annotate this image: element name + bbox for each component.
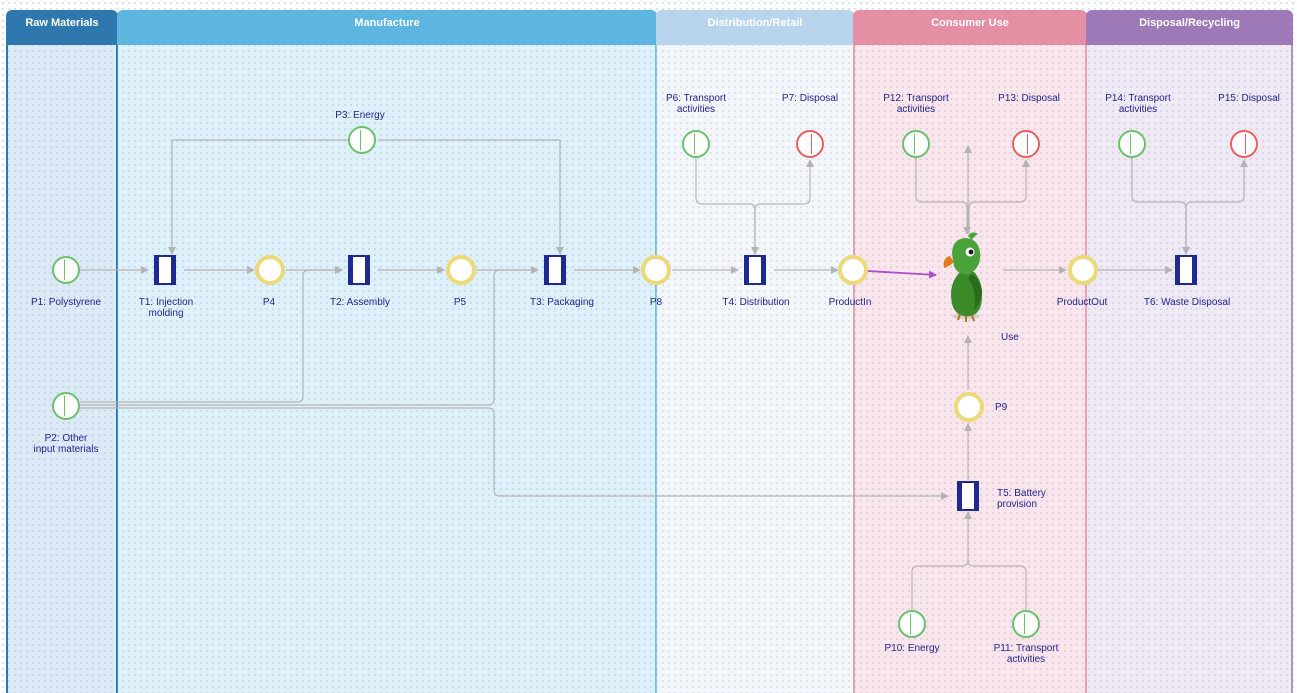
label-p14-line2: activities: [1119, 104, 1157, 115]
arc-t4-p7: [755, 160, 810, 254]
label-p10: P10: Energy: [884, 643, 939, 654]
place-p4[interactable]: [255, 255, 285, 285]
label-p6-line1: P6: Transport: [666, 93, 726, 104]
label-t2: T2: Assembly: [330, 297, 390, 308]
place-p13[interactable]: [1012, 130, 1040, 158]
label-p5: P5: [454, 297, 466, 308]
label-p13: P13: Disposal: [998, 93, 1060, 104]
arc-p3-t1: [172, 140, 348, 254]
label-p3: P3: Energy: [335, 110, 384, 121]
label-p1: P1: Polystyrene: [31, 297, 101, 308]
transition-t6[interactable]: [1175, 255, 1197, 285]
place-p11[interactable]: [1012, 610, 1040, 638]
label-p2-line1: P2: Other: [45, 433, 88, 444]
label-p6-line2: activities: [677, 104, 715, 115]
arc-use-p13: [969, 160, 1026, 234]
arc-p14-t6: [1132, 158, 1186, 254]
label-p11-line1: P11: Transport: [994, 643, 1059, 654]
transition-t2[interactable]: [348, 255, 370, 285]
label-use: Use: [1001, 332, 1019, 343]
label-productout: ProductOut: [1057, 297, 1108, 308]
label-t4: T4: Distribution: [722, 297, 789, 308]
place-p1[interactable]: [52, 256, 80, 284]
label-p2-line2: input materials: [33, 444, 98, 455]
place-p2[interactable]: [52, 392, 80, 420]
arc-productin-use: [868, 271, 936, 275]
arc-p2-t5: [80, 408, 948, 496]
arc-p2-t3: [80, 270, 538, 405]
arc-p12-use: [916, 158, 967, 234]
transition-t1[interactable]: [154, 255, 176, 285]
transition-t4[interactable]: [744, 255, 766, 285]
label-p8: P8: [650, 297, 662, 308]
label-t1-line1: T1: Injection: [139, 297, 193, 308]
place-p7[interactable]: [796, 130, 824, 158]
label-productin: ProductIn: [829, 297, 872, 308]
transition-t5[interactable]: [957, 481, 979, 511]
arc-p3-t3: [378, 140, 560, 254]
place-p3[interactable]: [348, 126, 376, 154]
arc-p2-t2: [80, 270, 342, 402]
label-p12-line2: activities: [897, 104, 935, 115]
label-p15: P15: Disposal: [1218, 93, 1280, 104]
label-p9: P9: [995, 402, 1007, 413]
place-p8[interactable]: [641, 255, 671, 285]
label-p12-line1: P12: Transport: [883, 93, 949, 104]
label-p7: P7: Disposal: [782, 93, 838, 104]
place-p12[interactable]: [902, 130, 930, 158]
arc-p10-t5: [912, 512, 968, 612]
label-t6: T6: Waste Disposal: [1144, 297, 1230, 308]
place-p9[interactable]: [954, 392, 984, 422]
arc-t6-p15: [1186, 160, 1244, 254]
label-t5-line2: provision: [997, 499, 1037, 510]
place-p15[interactable]: [1230, 130, 1258, 158]
label-p11-line2: activities: [1007, 654, 1045, 665]
place-p14[interactable]: [1118, 130, 1146, 158]
label-p4: P4: [263, 297, 275, 308]
arc-p11-t5: [968, 560, 1026, 612]
place-productout[interactable]: [1068, 255, 1098, 285]
transition-t3[interactable]: [544, 255, 566, 285]
place-p10[interactable]: [898, 610, 926, 638]
label-t3: T3: Packaging: [530, 297, 594, 308]
arc-p6-t4: [696, 158, 755, 254]
label-t5-line1: T5: Battery: [997, 488, 1046, 499]
place-productin[interactable]: [838, 255, 868, 285]
label-t1-line2: molding: [148, 308, 183, 319]
place-p6[interactable]: [682, 130, 710, 158]
place-p5[interactable]: [446, 255, 476, 285]
parrot-icon[interactable]: [938, 232, 1000, 324]
label-p14-line1: P14: Transport: [1105, 93, 1171, 104]
